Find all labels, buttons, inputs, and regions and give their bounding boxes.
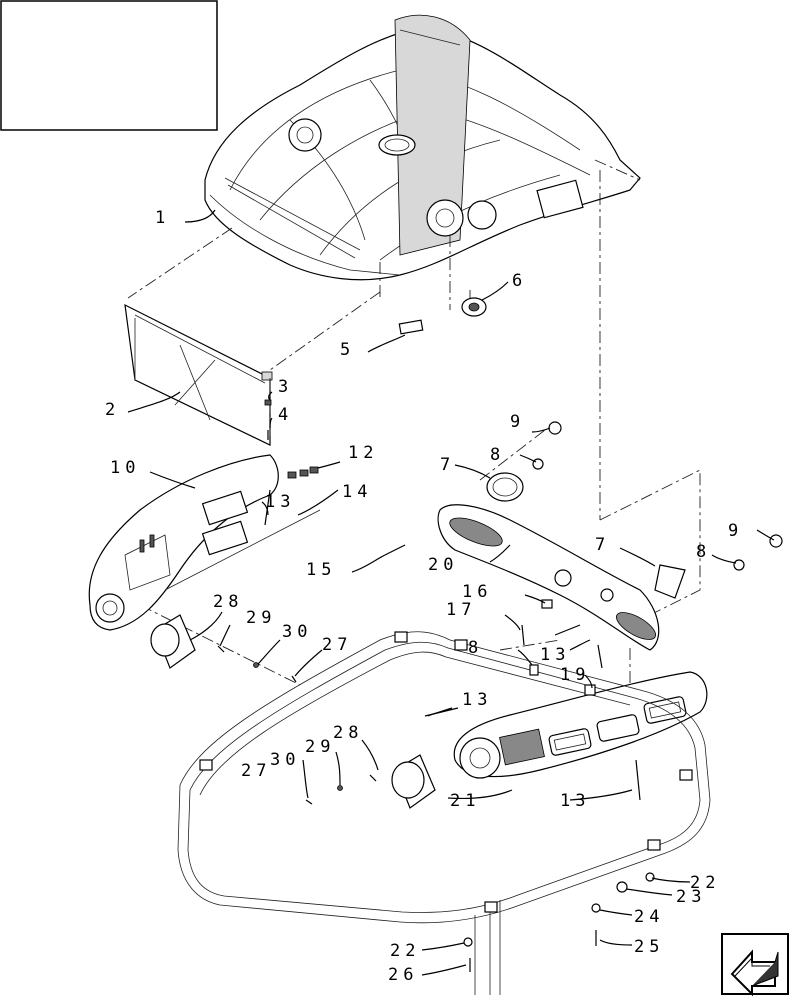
callout-13-bottom: 13 [560, 791, 590, 811]
callout-30-upper: 30 [282, 622, 312, 642]
callout-28-upper: 28 [213, 592, 243, 612]
assembly-leader-lines [119, 159, 701, 701]
callout-5: 5 [340, 340, 355, 360]
previous-page-arrow-icon[interactable] [721, 933, 789, 997]
cab-frame [177, 631, 711, 995]
part-28-speaker-right [391, 754, 436, 809]
hardware-fasteners [217, 297, 783, 972]
callout-13-upper: 13 [265, 492, 295, 512]
callout-27-upper: 27 [322, 635, 352, 655]
callout-7-upper: 7 [440, 455, 455, 475]
callout-27-lower: 27 [241, 761, 271, 781]
callout-25: 25 [634, 937, 664, 957]
part-2-sun-visor [124, 303, 273, 446]
callout-leaders [127, 209, 775, 976]
callout-8-upper: 8 [490, 445, 505, 465]
part-1-roof-headliner [204, 14, 641, 281]
callout-10: 10 [110, 458, 140, 478]
callout-17: 17 [446, 600, 476, 620]
callout-9-upper: 9 [510, 412, 525, 432]
callout-3: 3 [278, 377, 293, 397]
callout-12: 12 [348, 443, 378, 463]
callout-22-right: 22 [690, 873, 720, 893]
callout-6: 6 [512, 271, 527, 291]
callout-23: 23 [676, 887, 706, 907]
callout-13-middle: 13 [540, 645, 570, 665]
callout-26: 26 [388, 965, 418, 985]
callout-29-upper: 29 [246, 608, 276, 628]
callout-9-right: 9 [728, 521, 743, 541]
part-20-roof-trim [437, 504, 660, 651]
callout-8-middle: 8 [468, 638, 483, 658]
callout-19: 19 [560, 665, 590, 685]
callout-2: 2 [105, 400, 120, 420]
callout-16: 16 [462, 582, 492, 602]
part-21-front-console [453, 671, 708, 779]
part-10-left-console [88, 454, 321, 631]
callout-14: 14 [342, 482, 372, 502]
callout-13-lower: 13 [462, 690, 492, 710]
callout-24: 24 [634, 907, 664, 927]
callout-4: 4 [278, 405, 293, 425]
callout-20: 20 [428, 555, 458, 575]
callout-1: 1 [155, 208, 170, 228]
part-28-speaker-left [150, 614, 196, 669]
callout-29-lower: 29 [305, 737, 335, 757]
callout-numbers: 1 2 3 4 5 6 7 7 8 8 8 9 9 10 12 13 13 13… [105, 208, 743, 985]
callout-28-lower: 28 [333, 723, 363, 743]
callout-15: 15 [306, 560, 336, 580]
callout-30-lower: 30 [270, 750, 300, 770]
callout-21: 21 [450, 791, 480, 811]
callout-7-lower: 7 [595, 535, 610, 555]
callout-8-right: 8 [696, 542, 711, 562]
part-7-side-lamp [654, 564, 686, 599]
corner-title-box [0, 0, 218, 131]
part-7-dome-lamp [486, 472, 524, 502]
callout-22-bottom: 22 [390, 941, 420, 961]
